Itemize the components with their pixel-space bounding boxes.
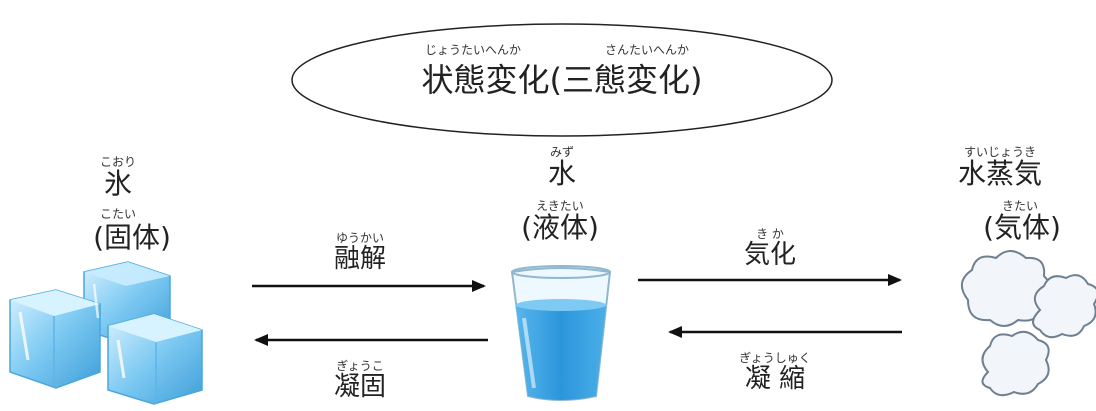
water-glass-icon xyxy=(510,265,612,401)
vapor-name-ruby: すいじょうき xyxy=(963,145,1036,159)
condensation-label: 凝 縮 xyxy=(744,364,806,394)
melting-label: 融解 xyxy=(333,244,386,274)
ice-form: (固体) xyxy=(93,221,171,254)
vapor-name: 水蒸気 xyxy=(957,157,1042,190)
ice-name-ruby: こおり xyxy=(99,155,136,169)
title-ruby-right: さんたいへんか xyxy=(604,43,689,57)
condensation-ruby: ぎょうしゅく xyxy=(739,351,811,365)
vapor-form-ruby: きたい xyxy=(1001,199,1038,213)
freezing-ruby: ぎょうこ xyxy=(336,359,384,373)
water-name-ruby: みず xyxy=(549,145,574,159)
ice-name: 氷 xyxy=(103,167,132,200)
ice-form-ruby: こたい xyxy=(99,207,136,221)
diagram-title: 状態変化(三態変化) xyxy=(421,61,703,99)
water-form: (液体) xyxy=(521,211,599,244)
ice-cubes-icon xyxy=(9,261,203,405)
vaporization-label: 気化 xyxy=(743,240,796,270)
vapor-form: (気体) xyxy=(983,211,1061,244)
freezing-label: 凝固 xyxy=(333,372,386,402)
title-ruby-left: じょうたいへんか xyxy=(424,43,521,57)
vaporization-ruby: き か xyxy=(756,227,784,241)
melting-ruby: ゆうかい xyxy=(335,231,384,245)
water-name: 水 xyxy=(547,157,576,190)
water-form-ruby: えきたい xyxy=(536,199,584,213)
steam-clouds-icon xyxy=(961,250,1096,397)
title-ellipse xyxy=(291,23,833,137)
